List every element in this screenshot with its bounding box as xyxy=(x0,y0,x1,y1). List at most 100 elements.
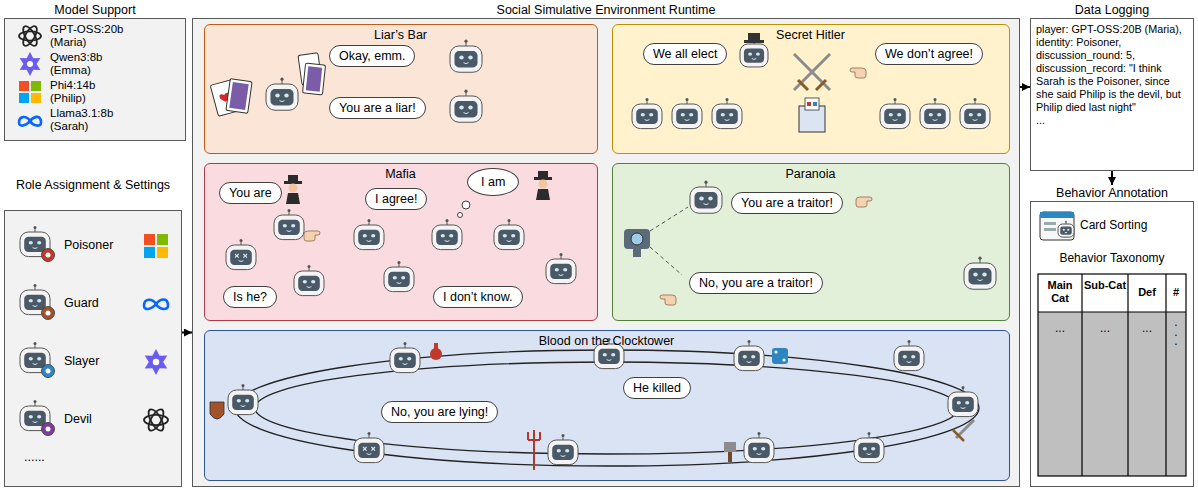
illustration-part xyxy=(748,442,770,457)
openai-logo xyxy=(146,407,167,433)
illustration-part xyxy=(862,447,866,451)
illustration-part xyxy=(892,119,897,121)
illustration-part xyxy=(37,415,41,419)
illustration-part xyxy=(704,180,707,183)
illustration-part xyxy=(302,280,306,284)
illustration-part xyxy=(1065,221,1067,223)
illustration-part xyxy=(280,77,283,80)
qwen-logo xyxy=(20,52,41,76)
speech-bubble: He killed xyxy=(623,377,691,399)
item-text: Phi4:14b (Philip) xyxy=(50,79,132,105)
illustration-part xyxy=(33,247,38,249)
illustration-part xyxy=(563,268,567,272)
illustration-part xyxy=(459,105,463,109)
potion xyxy=(430,348,442,360)
illustration-part xyxy=(288,183,297,192)
table-cell: Main Cat xyxy=(1038,279,1082,304)
illustration-part xyxy=(538,179,547,188)
illustration-part xyxy=(305,66,321,91)
log-line: discussion_round: 5, xyxy=(1036,49,1188,62)
illustration-part xyxy=(1040,212,1074,218)
illustration-part xyxy=(965,401,969,405)
illustration-part xyxy=(716,108,738,123)
illustration-part xyxy=(932,119,937,121)
illustration-part xyxy=(676,108,698,123)
illustration-part xyxy=(396,282,401,284)
illustration-part xyxy=(960,407,965,409)
illustration-part xyxy=(287,209,290,212)
illustration-part xyxy=(366,240,371,242)
illustration-part xyxy=(403,342,406,345)
illustration-part xyxy=(560,455,565,457)
illustration-part xyxy=(928,113,932,117)
illustration-part xyxy=(367,219,370,222)
openai-logo xyxy=(144,415,168,425)
card-sorting-icon xyxy=(1040,212,1074,240)
illustration-part xyxy=(19,93,29,103)
log-line: player: GPT-OSS:20B (Maria), xyxy=(1036,23,1188,36)
panel-title: Blood on the Clocktower xyxy=(205,334,1008,348)
taxonomy-table xyxy=(1038,274,1186,476)
illustration-part xyxy=(46,311,51,316)
illustration-part xyxy=(37,299,41,303)
illustration-part xyxy=(598,348,620,363)
illustration-part xyxy=(275,93,279,97)
illustration-part xyxy=(24,411,46,426)
illustration-part xyxy=(898,350,920,365)
illustration-part xyxy=(724,119,729,121)
illustration-part xyxy=(684,119,689,121)
illustration-part xyxy=(392,276,396,280)
illustration-part xyxy=(694,192,717,208)
illustration-part xyxy=(640,113,644,117)
illustration-part xyxy=(454,101,477,117)
item-text: GPT-OSS:20b (Maria) xyxy=(50,23,132,49)
sword xyxy=(794,54,830,90)
illustration-part xyxy=(977,279,982,281)
table-cell: ... xyxy=(1128,322,1166,336)
illustration-part xyxy=(445,219,448,222)
game-illustration xyxy=(204,24,598,154)
mafia-figure xyxy=(286,193,300,204)
illustration-part xyxy=(907,340,910,343)
illustration-part xyxy=(729,113,733,117)
shield xyxy=(210,402,224,419)
illustration-part xyxy=(311,280,315,284)
robot-head xyxy=(880,104,910,129)
illustration-part xyxy=(29,357,33,361)
illustration-part xyxy=(454,51,477,67)
section-box: Role Assignment & SettingsPoisonerGuardS… xyxy=(4,178,182,487)
robot-head xyxy=(920,104,950,129)
illustration-part xyxy=(502,234,506,238)
illustration-part xyxy=(29,415,33,419)
illustration-part xyxy=(685,98,688,101)
illustration-part xyxy=(978,256,981,259)
illustration-part xyxy=(747,340,750,343)
illustration-part xyxy=(911,355,915,359)
illustration-part xyxy=(46,427,51,432)
bubble-text: Is he? xyxy=(233,290,267,304)
illustration-part xyxy=(229,82,248,110)
illustration-part xyxy=(436,229,458,244)
role-badge xyxy=(42,423,55,436)
table-cell: Sub-Cat xyxy=(1082,279,1128,292)
illustration-part xyxy=(884,108,906,123)
illustration-part xyxy=(982,272,986,276)
illustration-part xyxy=(225,78,251,113)
illustration-part xyxy=(34,226,37,229)
illustration-part xyxy=(650,207,688,231)
illustration-part xyxy=(902,355,906,359)
bubble-text: Okay, emm. xyxy=(339,49,405,63)
illustration-part xyxy=(559,253,562,256)
illustration-part xyxy=(402,363,407,365)
illustration-part xyxy=(964,108,986,123)
robot-head xyxy=(960,104,990,129)
table-cell: ... xyxy=(1038,322,1082,336)
section-box: Social Simulative Environment RuntimeLia… xyxy=(192,3,1020,487)
illustration-part xyxy=(464,89,467,92)
pointing-hand xyxy=(660,295,676,305)
illustration-part xyxy=(565,449,569,453)
illustration-part xyxy=(1065,232,1068,233)
playing-card xyxy=(225,78,251,113)
illustration-part xyxy=(306,286,311,288)
flow-arrow xyxy=(182,332,192,334)
